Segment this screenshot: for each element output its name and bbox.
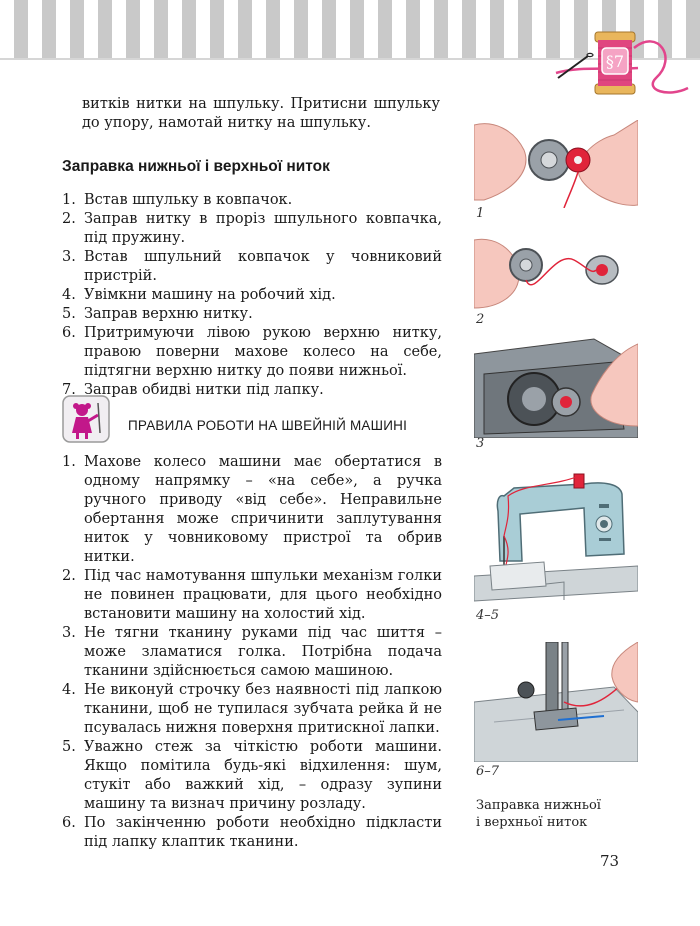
figure-label: 4–5 (476, 608, 500, 623)
figure-bobbin-thread (474, 238, 619, 309)
caption-line: Заправка нижньої (476, 798, 601, 813)
list-item: 3.Не тягни тканину руками під час шиття … (62, 625, 442, 679)
list-item: 5.Заправ верхню нитку. (62, 306, 253, 322)
figure-caption: Заправка нижньої і верхньої ниток (476, 797, 626, 831)
list-item: 2.Під час намотування шпульки механізм г… (62, 568, 442, 622)
figure-label: 6–7 (476, 764, 500, 779)
list-item: 4.Не виконуй строчку без наявності під л… (62, 682, 442, 736)
header-stripes (0, 0, 700, 60)
figure-sewing-machine (474, 473, 638, 602)
figure-label: 1 (476, 206, 485, 221)
page-number: 73 (600, 852, 620, 870)
section-heading: Заправка нижньої і верхньої ниток (62, 158, 330, 175)
figure-label: 3 (476, 436, 485, 451)
list-item: 3.Встав шпульний ковпачок у човниковий п… (62, 249, 442, 284)
caption-line: і верхньої ниток (476, 815, 588, 830)
header-divider (0, 58, 700, 60)
figure-presser-foot (474, 642, 638, 762)
list-item: 6.По закінченню роботи необхідно підклас… (62, 815, 442, 850)
list-item: 2.Заправ нитку в проріз шпульного ковпач… (62, 211, 442, 246)
list-item: 4.Увімкни машину на робочий хід. (62, 287, 336, 303)
rules-title: ПРАВИЛА РОБОТИ НА ШВЕЙНІЙ МАШИНІ (128, 418, 408, 433)
figure-shuttle-insert (474, 338, 638, 438)
steps-list: 1.Встав шпульку в ковпачок. 2.Заправ нит… (62, 191, 442, 400)
rules-list: 1.Махове колесо машини має обертатися в … (62, 453, 442, 852)
list-item: 7.Заправ обидві нитки під лапку. (62, 382, 324, 398)
list-item: 1.Встав шпульку в ковпачок. (62, 192, 293, 208)
list-item: 5.Уважно стеж за чіткістю роботи машини.… (62, 739, 442, 812)
figure-label: 2 (476, 312, 485, 327)
section-badge-text: §7 (606, 52, 624, 71)
list-item: 1.Махове колесо машини має обертатися в … (62, 454, 442, 565)
figure-bobbin-insert (474, 120, 638, 208)
thread-spool-icon: §7 (555, 31, 689, 95)
safety-rules-icon (62, 395, 110, 443)
list-item: 6.Притримуючи лівою рукою верхню нитку, … (62, 325, 442, 379)
intro-paragraph: витків нитки на шпульку. Притисни шпульк… (82, 96, 440, 131)
